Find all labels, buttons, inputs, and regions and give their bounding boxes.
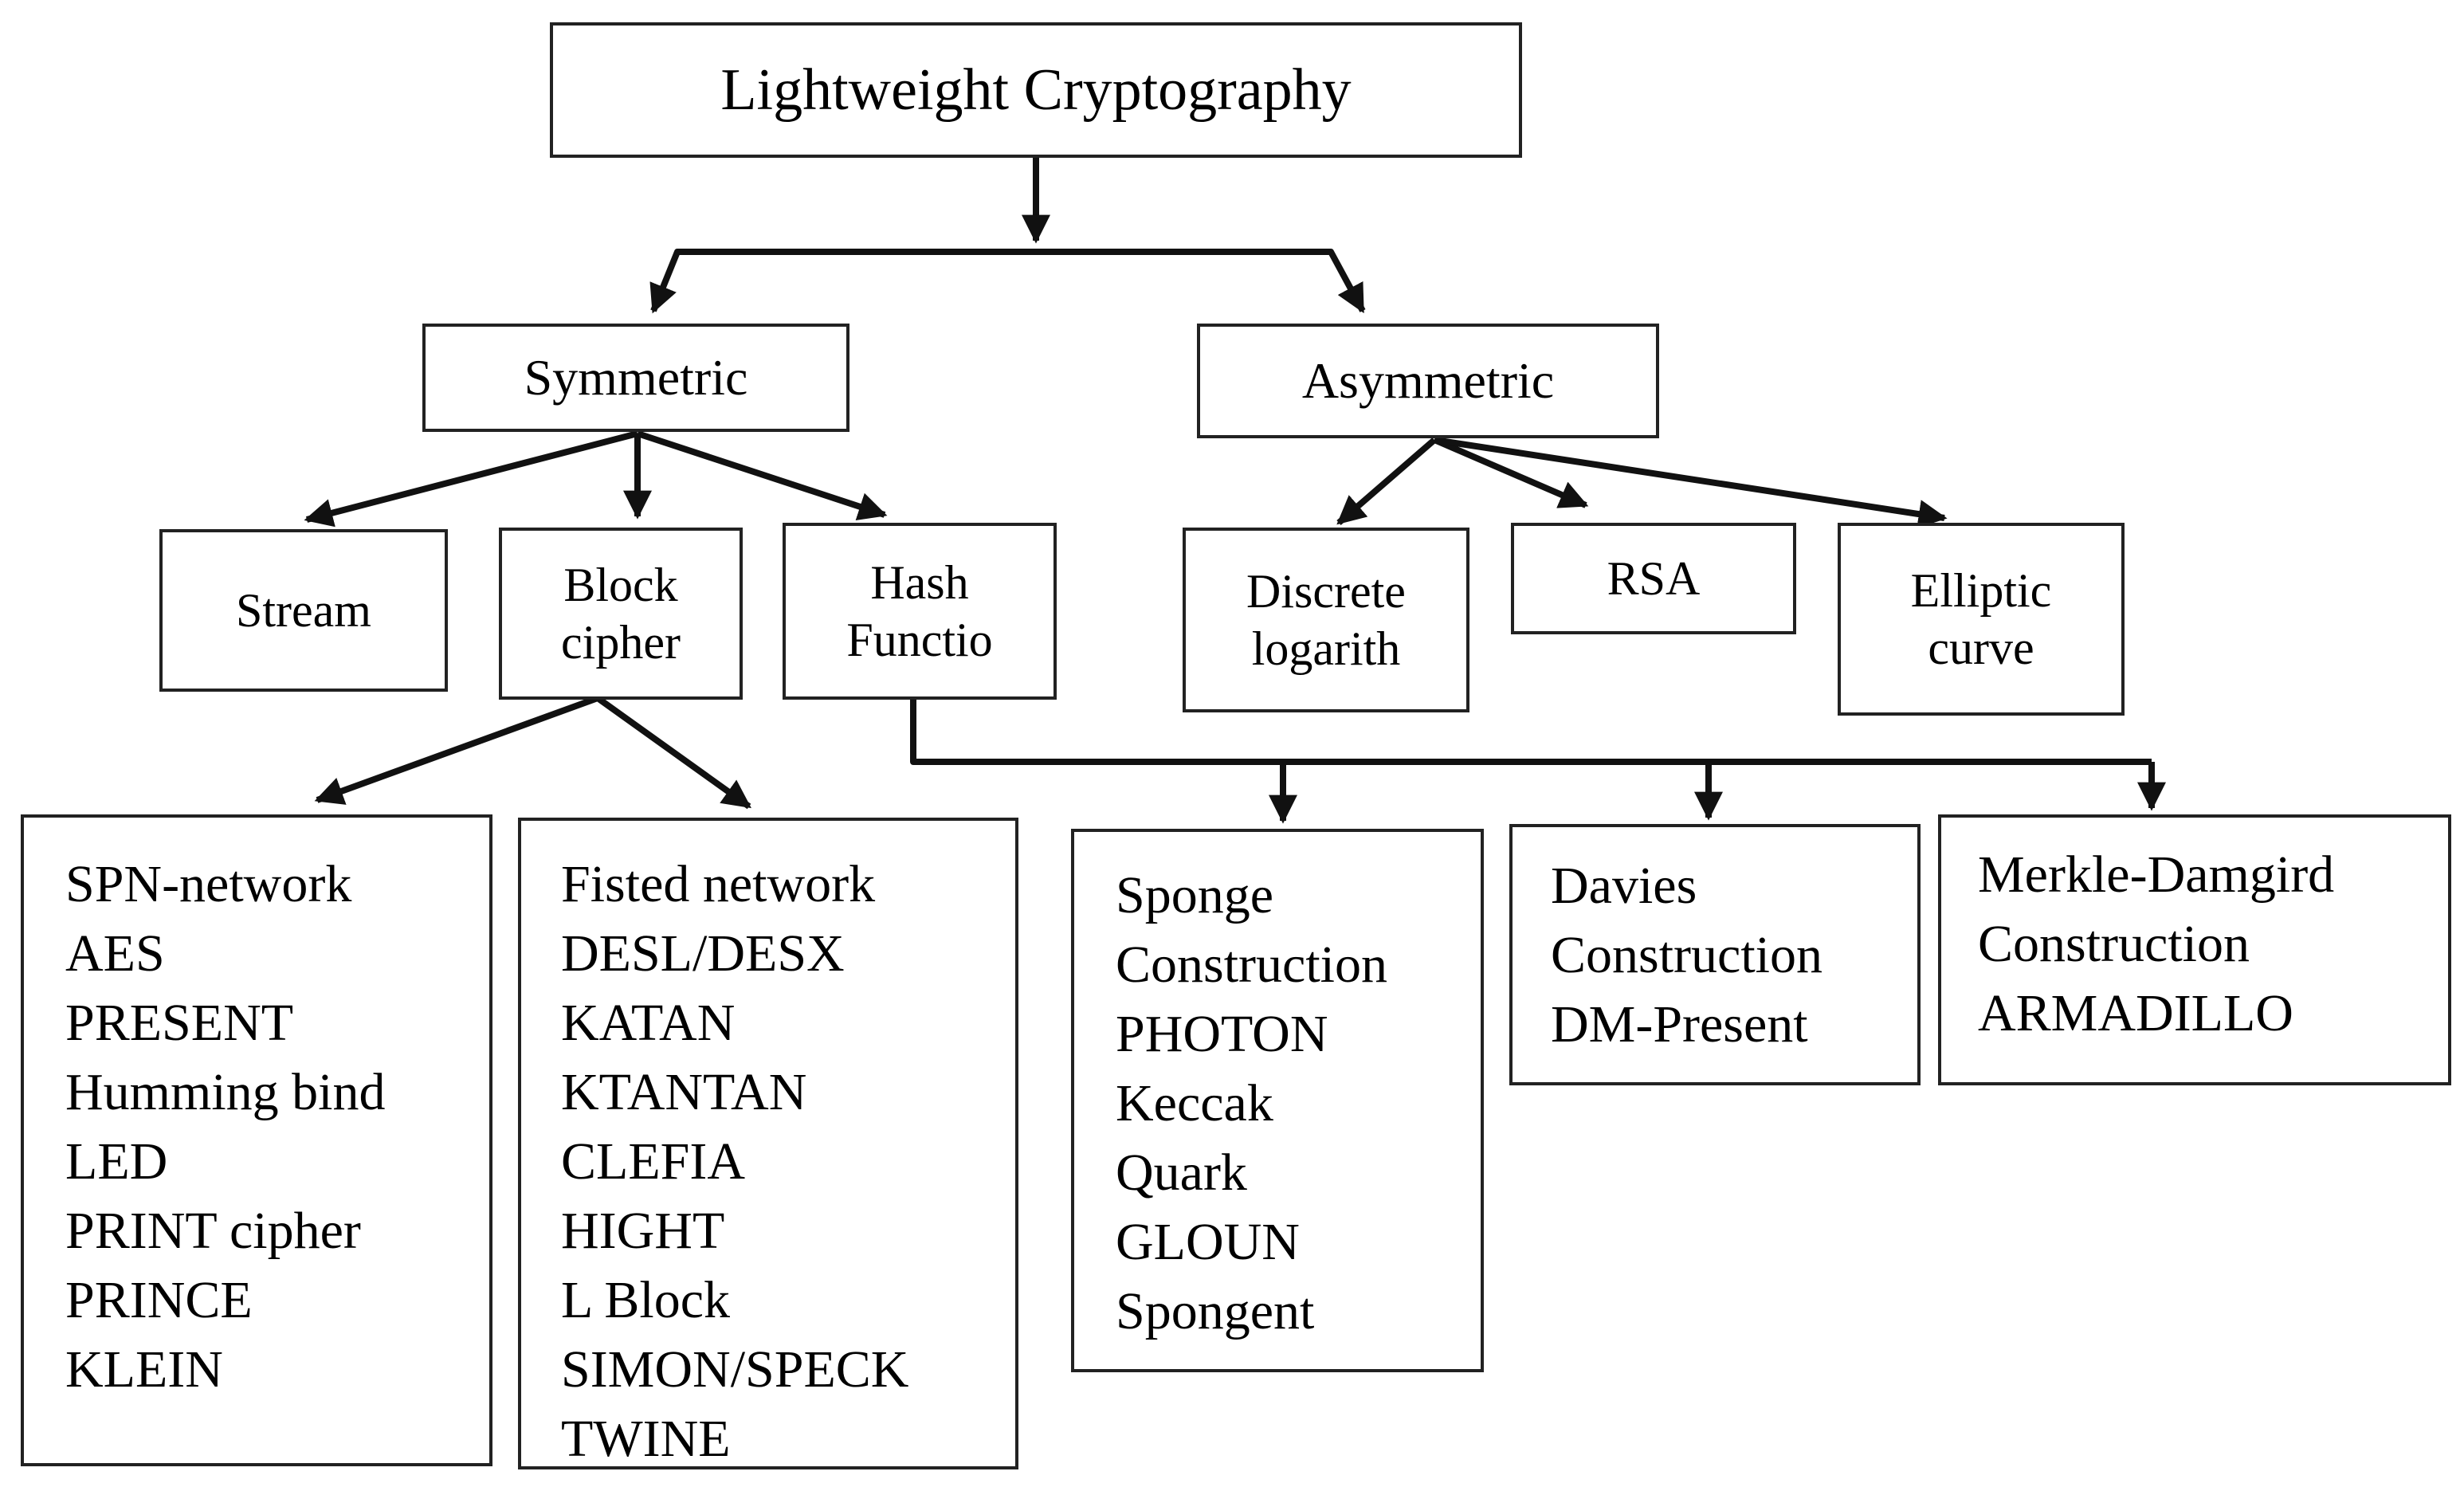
list-item: ARMADILLO <box>1978 984 2293 1042</box>
list-item: DM-Present <box>1551 995 1808 1053</box>
hash-function-line-2: Functio <box>846 614 993 666</box>
list-item: Sponge <box>1116 866 1273 924</box>
list-item: TWINE <box>561 1410 731 1468</box>
node-discrete-logarithm: Discrete logarith <box>1183 528 1469 712</box>
block-cipher-line-1: Block <box>563 559 678 611</box>
node-hash-function: Hash Functio <box>783 523 1057 700</box>
connector-symmetric-stream <box>304 430 639 528</box>
node-merkle-damgard-list: Merkle-Damgird Construction ARMADILLO <box>1938 814 2451 1085</box>
node-asymmetric: Asymmetric <box>1197 324 1659 438</box>
list-item: PRESENT <box>65 994 294 1052</box>
elliptic-curve-line-2: curve <box>1928 622 2034 674</box>
node-symmetric: Symmetric <box>422 324 849 432</box>
list-item: SIMON/SPECK <box>561 1340 909 1399</box>
connector-asymmetric-elliptic <box>1434 437 1948 528</box>
node-spn-network-list: SPN-network AES PRESENT Humming bind LED… <box>21 814 492 1466</box>
connector-root-asymmetric <box>1036 249 1366 314</box>
list-item: Davies <box>1551 857 1697 915</box>
list-item: PRINCE <box>65 1271 253 1329</box>
list-item: Quark <box>1116 1144 1247 1202</box>
list-item: Construction <box>1978 915 2250 973</box>
connector-block-feistel <box>595 695 751 810</box>
node-davies-construction-list: Davies Construction DM-Present <box>1509 824 1921 1085</box>
list-item: CLEFIA <box>561 1132 745 1191</box>
node-lightweight-cryptography: Lightweight Cryptography <box>550 22 1522 158</box>
asymmetric-label: Asymmetric <box>1301 352 1555 409</box>
discrete-log-line-1: Discrete <box>1246 565 1406 618</box>
connector-asymmetric-rsa <box>1433 437 1589 508</box>
connector-block-spn <box>314 695 599 805</box>
list-item: Spongent <box>1116 1282 1315 1340</box>
list-item: PRINT cipher <box>65 1202 361 1260</box>
node-rsa: RSA <box>1511 523 1796 634</box>
stream-label: Stream <box>236 584 371 637</box>
list-item: SPN-network <box>65 855 352 913</box>
list-item: KTANTAN <box>561 1063 807 1121</box>
list-item: KLEIN <box>65 1340 223 1399</box>
list-item: Construction <box>1116 936 1387 994</box>
node-feistel-network-list: Fisted network DESL/DESX KATAN KTANTAN C… <box>518 818 1018 1469</box>
list-item: Keccak <box>1116 1074 1273 1132</box>
list-item: PHOTON <box>1116 1005 1328 1063</box>
list-item: Humming bind <box>65 1063 386 1121</box>
list-item: Merkle-Damgird <box>1978 846 2335 904</box>
node-sponge-construction-list: Sponge Construction PHOTON Keccak Quark … <box>1071 829 1484 1372</box>
list-item: AES <box>65 924 165 983</box>
list-item: HIGHT <box>561 1202 725 1260</box>
node-block-cipher: Block cipher <box>499 528 743 700</box>
connector-hash-bus <box>910 698 2152 765</box>
root-label: Lightweight Cryptography <box>720 57 1352 123</box>
connector-root-symmetric <box>649 249 1036 314</box>
node-stream: Stream <box>159 529 448 692</box>
list-item: Construction <box>1551 926 1822 984</box>
list-item: GLOUN <box>1116 1213 1300 1271</box>
list-item: DESL/DESX <box>561 924 845 983</box>
list-item: Fisted network <box>561 855 876 913</box>
node-elliptic-curve: Elliptic curve <box>1838 523 2125 716</box>
hash-function-line-1: Hash <box>870 556 969 609</box>
list-item: L Block <box>561 1271 731 1329</box>
elliptic-curve-line-1: Elliptic <box>1910 564 2052 617</box>
discrete-log-line-2: logarith <box>1251 622 1401 675</box>
connector-symmetric-hash <box>636 430 888 520</box>
symmetric-label: Symmetric <box>524 349 748 406</box>
rsa-label: RSA <box>1607 552 1701 605</box>
list-item: LED <box>65 1132 168 1191</box>
block-cipher-line-2: cipher <box>561 616 681 669</box>
connector-asymmetric-discrete <box>1336 437 1437 526</box>
list-item: KATAN <box>561 994 736 1052</box>
